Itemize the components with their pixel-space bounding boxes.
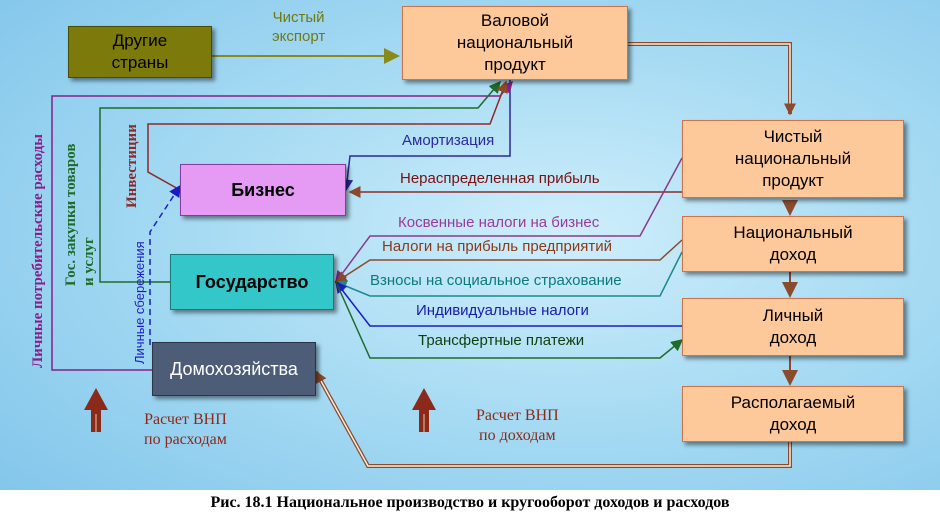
government-box: Государство bbox=[170, 254, 334, 310]
net-export-label: Чистый экспорт bbox=[272, 9, 326, 45]
social-insurance-arrow bbox=[334, 251, 683, 297]
national-income-label: Национальный доход bbox=[733, 223, 853, 264]
gnp-label: Валовой национальный продукт bbox=[456, 11, 574, 74]
figure-caption: Рис. 18.1 Национальное производство и кр… bbox=[210, 494, 730, 511]
disposable-income-label: Располагаемый доход bbox=[730, 393, 856, 434]
gnp-box: Валовой национальный продукт bbox=[402, 6, 628, 80]
gov-purchases-label: Гос. закупки товаров и услуг bbox=[63, 143, 97, 287]
expenditure-up-arrow bbox=[84, 388, 108, 432]
savings-label: Личные сбережения bbox=[132, 241, 147, 364]
other-countries-box: Другие страны bbox=[68, 26, 212, 78]
investment-label: Инвестиции bbox=[124, 124, 140, 208]
indirect-taxes-arrow bbox=[335, 157, 683, 284]
individual-taxes-arrow bbox=[335, 280, 682, 327]
consumer-spending-label: Личные потребительские расходы bbox=[30, 133, 46, 368]
government-label: Государство bbox=[195, 272, 309, 292]
nnp-box: Чистый национальный продукт bbox=[682, 120, 904, 198]
households-label: Домохозяйства bbox=[170, 359, 298, 379]
transfers-label: Трансфертные платежи bbox=[418, 332, 585, 349]
national-income-box: Национальный доход bbox=[682, 216, 904, 272]
expenditure-note: Расчет ВНП по расходам bbox=[144, 411, 227, 448]
savings-arrow bbox=[149, 184, 181, 345]
social-insurance-label: Взносы на социальное страхование bbox=[370, 272, 622, 289]
investment-arrow bbox=[147, 80, 508, 191]
retained-earnings-label: Нераспределенная прибыль bbox=[400, 170, 600, 187]
depreciation-arrow bbox=[341, 80, 511, 192]
other-countries-label: Другие страны bbox=[111, 31, 169, 72]
gov-purchases-arrow bbox=[99, 80, 501, 283]
income-up-arrow bbox=[412, 388, 436, 432]
indirect-taxes-label: Косвенные налоги на бизнес bbox=[398, 214, 600, 231]
personal-income-box: Личный доход bbox=[682, 298, 904, 356]
disposable-income-box: Располагаемый доход bbox=[682, 386, 904, 442]
caption-band bbox=[0, 490, 940, 524]
gnp-to-nnp-arrow bbox=[628, 42, 792, 114]
profit-tax-arrow bbox=[334, 239, 683, 283]
nnp-label: Чистый национальный продукт bbox=[734, 127, 852, 190]
transfers-arrow bbox=[335, 281, 684, 359]
households-box: Домохозяйства bbox=[152, 342, 316, 396]
profit-tax-label: Налоги на прибыль предприятий bbox=[382, 238, 613, 255]
business-label: Бизнес bbox=[231, 180, 295, 200]
individual-taxes-label: Индивидуальные налоги bbox=[416, 302, 589, 319]
depreciation-label: Амортизация bbox=[402, 132, 495, 149]
business-box: Бизнес bbox=[180, 164, 346, 216]
personal-income-label: Личный доход bbox=[762, 306, 824, 347]
income-note: Расчет ВНП по доходам bbox=[476, 407, 559, 444]
